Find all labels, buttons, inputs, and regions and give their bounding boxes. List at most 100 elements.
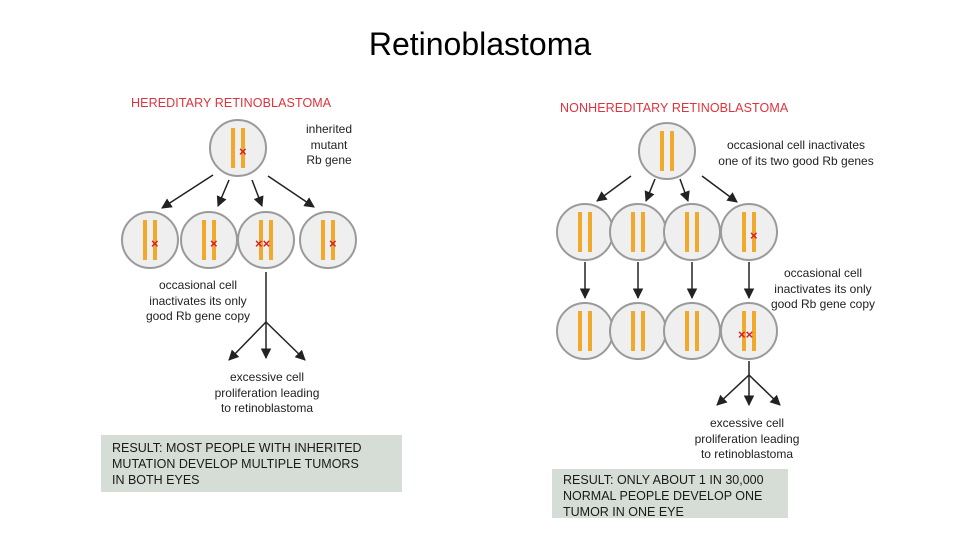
note-line: one of its two good Rb genes bbox=[718, 153, 874, 168]
cell-membrane bbox=[209, 119, 267, 177]
cell-membrane bbox=[121, 211, 179, 269]
arrow bbox=[644, 178, 656, 202]
chromosome bbox=[143, 220, 147, 260]
nonhereditary-heading: NONHEREDITARY RETINOBLASTOMA bbox=[560, 101, 789, 115]
cell-membrane bbox=[556, 203, 614, 261]
second-hit-note: occasional cell inactivates its only goo… bbox=[763, 266, 883, 313]
cell bbox=[638, 122, 696, 180]
arrow bbox=[716, 374, 750, 406]
note-line: inherited bbox=[305, 122, 353, 136]
chromosome bbox=[231, 128, 235, 168]
cell bbox=[556, 302, 614, 360]
result-line: NORMAL PEOPLE DEVELOP ONE bbox=[563, 489, 763, 503]
chromosome bbox=[695, 212, 699, 252]
inherited-mutant-note: inherited mutant Rb gene bbox=[290, 122, 368, 169]
chromosome bbox=[269, 220, 273, 260]
arrow bbox=[228, 321, 267, 361]
cell-membrane bbox=[638, 122, 696, 180]
result-line: IN BOTH EYES bbox=[112, 473, 200, 487]
arrow bbox=[748, 374, 781, 406]
chromosome bbox=[752, 311, 756, 351]
chromosome bbox=[259, 220, 263, 260]
cell bbox=[609, 203, 667, 261]
chromosome bbox=[685, 212, 689, 252]
chromosome bbox=[631, 311, 635, 351]
mutation-mark: ×× bbox=[738, 327, 754, 342]
arrow bbox=[679, 178, 690, 202]
cell bbox=[556, 203, 614, 261]
cell bbox=[663, 203, 721, 261]
arrow bbox=[161, 174, 214, 209]
chromosome bbox=[588, 212, 592, 252]
cell: × bbox=[299, 211, 357, 269]
note-line: occasional cell inactivates bbox=[726, 138, 866, 152]
cell: ×× bbox=[720, 302, 778, 360]
note-line: proliferation leading bbox=[694, 431, 800, 446]
cell-membrane bbox=[237, 211, 295, 269]
arrow bbox=[596, 175, 632, 202]
note-line: Rb gene bbox=[306, 153, 352, 167]
arrow bbox=[265, 321, 306, 361]
note-line: occasional cell bbox=[783, 266, 863, 280]
cell-membrane bbox=[663, 203, 721, 261]
chromosome bbox=[742, 212, 746, 252]
note-line: good Rb gene copy bbox=[770, 297, 876, 311]
chromosome bbox=[588, 311, 592, 351]
cell: × bbox=[209, 119, 267, 177]
chromosome bbox=[742, 311, 746, 351]
chromosome bbox=[631, 212, 635, 252]
arrow bbox=[267, 175, 315, 208]
result-line: MUTATION DEVELOP MULTIPLE TUMORS bbox=[112, 457, 359, 471]
cell-membrane bbox=[663, 302, 721, 360]
chromosome bbox=[670, 131, 674, 171]
hereditary-heading: HEREDITARY RETINOBLASTOMA bbox=[131, 96, 332, 110]
note-line: inactivates its only bbox=[149, 293, 247, 308]
note-line: good Rb gene copy bbox=[145, 309, 251, 323]
nonhereditary-result-box: RESULT: ONLY ABOUT 1 IN 30,000 NORMAL PE… bbox=[552, 469, 788, 519]
note-line: to retinoblastoma bbox=[220, 401, 314, 415]
cell: × bbox=[121, 211, 179, 269]
page-title: Retinoblastoma bbox=[368, 26, 592, 62]
hereditary-outcome-note: excessive cell proliferation leading to … bbox=[196, 370, 338, 417]
cell-membrane bbox=[720, 302, 778, 360]
chromosome bbox=[641, 212, 645, 252]
note-line: excessive cell bbox=[709, 416, 785, 430]
note-line: excessive cell bbox=[229, 370, 305, 384]
note-line: occasional cell bbox=[158, 278, 238, 292]
chromosome bbox=[578, 212, 582, 252]
cell-group: ××××××××× bbox=[121, 119, 778, 360]
chromosome bbox=[685, 311, 689, 351]
mutation-mark: × bbox=[750, 228, 758, 243]
cell-membrane bbox=[180, 211, 238, 269]
chromosome bbox=[321, 220, 325, 260]
note-line: mutant bbox=[310, 137, 348, 152]
mutation-mark: × bbox=[210, 236, 218, 251]
cell-membrane bbox=[720, 203, 778, 261]
mutation-mark: ×× bbox=[255, 236, 271, 251]
chromosome bbox=[241, 128, 245, 168]
arrow bbox=[216, 179, 230, 207]
cell-membrane bbox=[299, 211, 357, 269]
nonhereditary-outcome-note: excessive cell proliferation leading to … bbox=[678, 416, 816, 463]
result-line: RESULT: ONLY ABOUT 1 IN 30,000 bbox=[563, 473, 764, 487]
chromosome bbox=[212, 220, 216, 260]
result-line: RESULT: MOST PEOPLE WITH INHERITED bbox=[112, 441, 362, 455]
mutation-mark: × bbox=[329, 236, 337, 251]
note-line: proliferation leading bbox=[214, 385, 320, 400]
chromosome bbox=[331, 220, 335, 260]
arrow-group bbox=[161, 174, 781, 407]
arrow bbox=[251, 179, 264, 207]
note-line: inactivates its only bbox=[774, 281, 872, 296]
chromosome bbox=[695, 311, 699, 351]
chromosome bbox=[660, 131, 664, 171]
chromosome bbox=[752, 212, 756, 252]
mutation-mark: × bbox=[239, 144, 247, 159]
cell bbox=[609, 302, 667, 360]
mutation-mark: × bbox=[151, 236, 159, 251]
first-hit-note: occasional cell inactivates one of its t… bbox=[706, 138, 886, 169]
cell: × bbox=[720, 203, 778, 261]
arrow bbox=[701, 175, 738, 203]
result-line: TUMOR IN ONE EYE bbox=[563, 505, 684, 519]
cell-membrane bbox=[609, 203, 667, 261]
cell bbox=[663, 302, 721, 360]
